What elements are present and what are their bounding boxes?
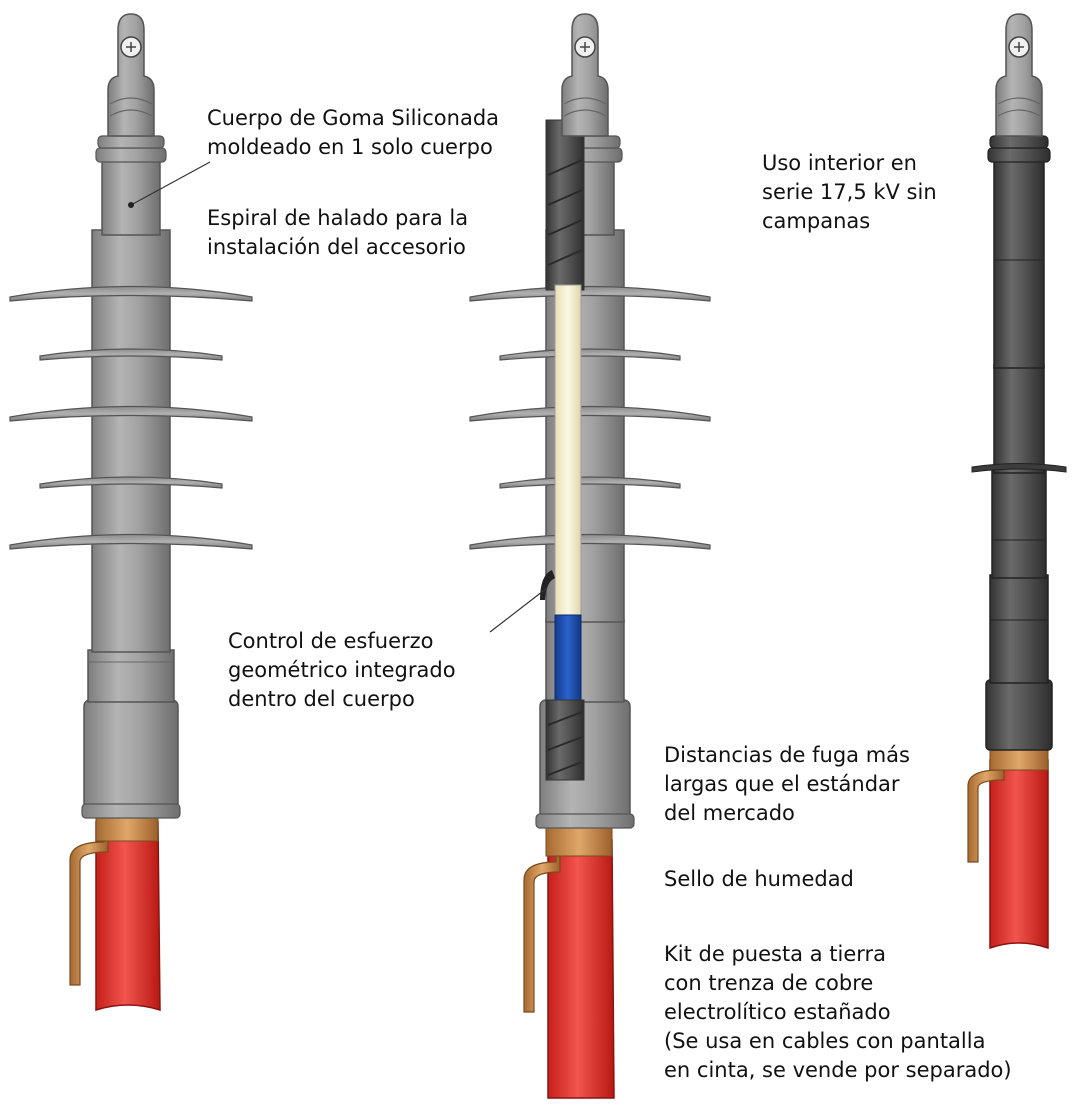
- indoor-use-line-3: campanas: [762, 209, 871, 233]
- pull-spiral-label: Espiral de halado para la instalación de…: [207, 204, 468, 262]
- cable-insulation: [554, 284, 582, 616]
- left-cable: [95, 821, 161, 1012]
- cutaway-upper: [545, 119, 585, 291]
- moisture-seal-label: Sello de humedad: [664, 865, 854, 894]
- right-cable: [989, 759, 1049, 950]
- grounding-kit-line-1: Kit de puesta a tierra: [664, 942, 887, 966]
- grounding-kit-line-2: con trenza de cobre: [664, 971, 874, 995]
- stress-control-line-2: geométrico integrado: [228, 658, 456, 682]
- stress-control-label: Control de esfuerzo geométrico integrado…: [228, 627, 456, 714]
- stress-control-line-1: Control de esfuerzo: [228, 629, 434, 653]
- stress-control-line-3: dentro del cuerpo: [228, 687, 415, 711]
- right-lug: [995, 13, 1043, 137]
- pull-spiral-line-2: instalación del accesorio: [207, 235, 466, 259]
- indoor-use-line-1: Uso interior en: [762, 151, 917, 175]
- middle-ground-lead: [523, 847, 561, 1013]
- silicone-body-line-1: Cuerpo de Goma Siliconada: [207, 106, 500, 130]
- grounding-kit-line-3: electrolítico estañado: [664, 1000, 891, 1024]
- left-ground-lead: [69, 827, 109, 986]
- silicona-leader-line: [130, 161, 211, 206]
- right-termination: [967, 13, 1067, 950]
- stress-cone: [540, 570, 555, 600]
- grounding-kit-label: Kit de puesta a tierra con trenza de cob…: [664, 940, 1012, 1085]
- stress-control-blue: [554, 614, 582, 701]
- right-ground-lead: [967, 761, 1005, 863]
- creepage-label: Distancias de fuga más largas que el est…: [664, 741, 910, 828]
- left-lug: [107, 13, 155, 137]
- silicona-leader-dot: [128, 202, 134, 208]
- middle-lug: [561, 13, 609, 137]
- moisture-seal-line-1: Sello de humedad: [664, 867, 854, 891]
- indoor-use-line-2: serie 17,5 kV sin: [762, 180, 937, 204]
- grounding-kit-line-4: (Se usa en cables con pantalla: [664, 1029, 986, 1053]
- creepage-line-2: largas que el estándar: [664, 772, 900, 796]
- silicone-body-label: Cuerpo de Goma Siliconada moldeado en 1 …: [207, 104, 499, 162]
- creepage-line-3: del mercado: [664, 801, 795, 825]
- indoor-use-label: Uso interior en serie 17,5 kV sin campan…: [762, 149, 937, 236]
- middle-cable: [547, 839, 615, 1099]
- pull-spiral-line-1: Espiral de halado para la: [207, 206, 469, 230]
- left-termination: [9, 13, 253, 1012]
- middle-termination: [469, 13, 711, 1099]
- control-leader-line: [489, 587, 548, 633]
- right-copper-braid: [989, 747, 1049, 771]
- left-copper-braid: [95, 814, 159, 842]
- creepage-line-1: Distancias de fuga más: [664, 743, 910, 767]
- silicone-body-line-2: moldeado en 1 solo cuerpo: [207, 135, 493, 159]
- grounding-kit-line-5: en cinta, se vende por separado): [664, 1058, 1012, 1082]
